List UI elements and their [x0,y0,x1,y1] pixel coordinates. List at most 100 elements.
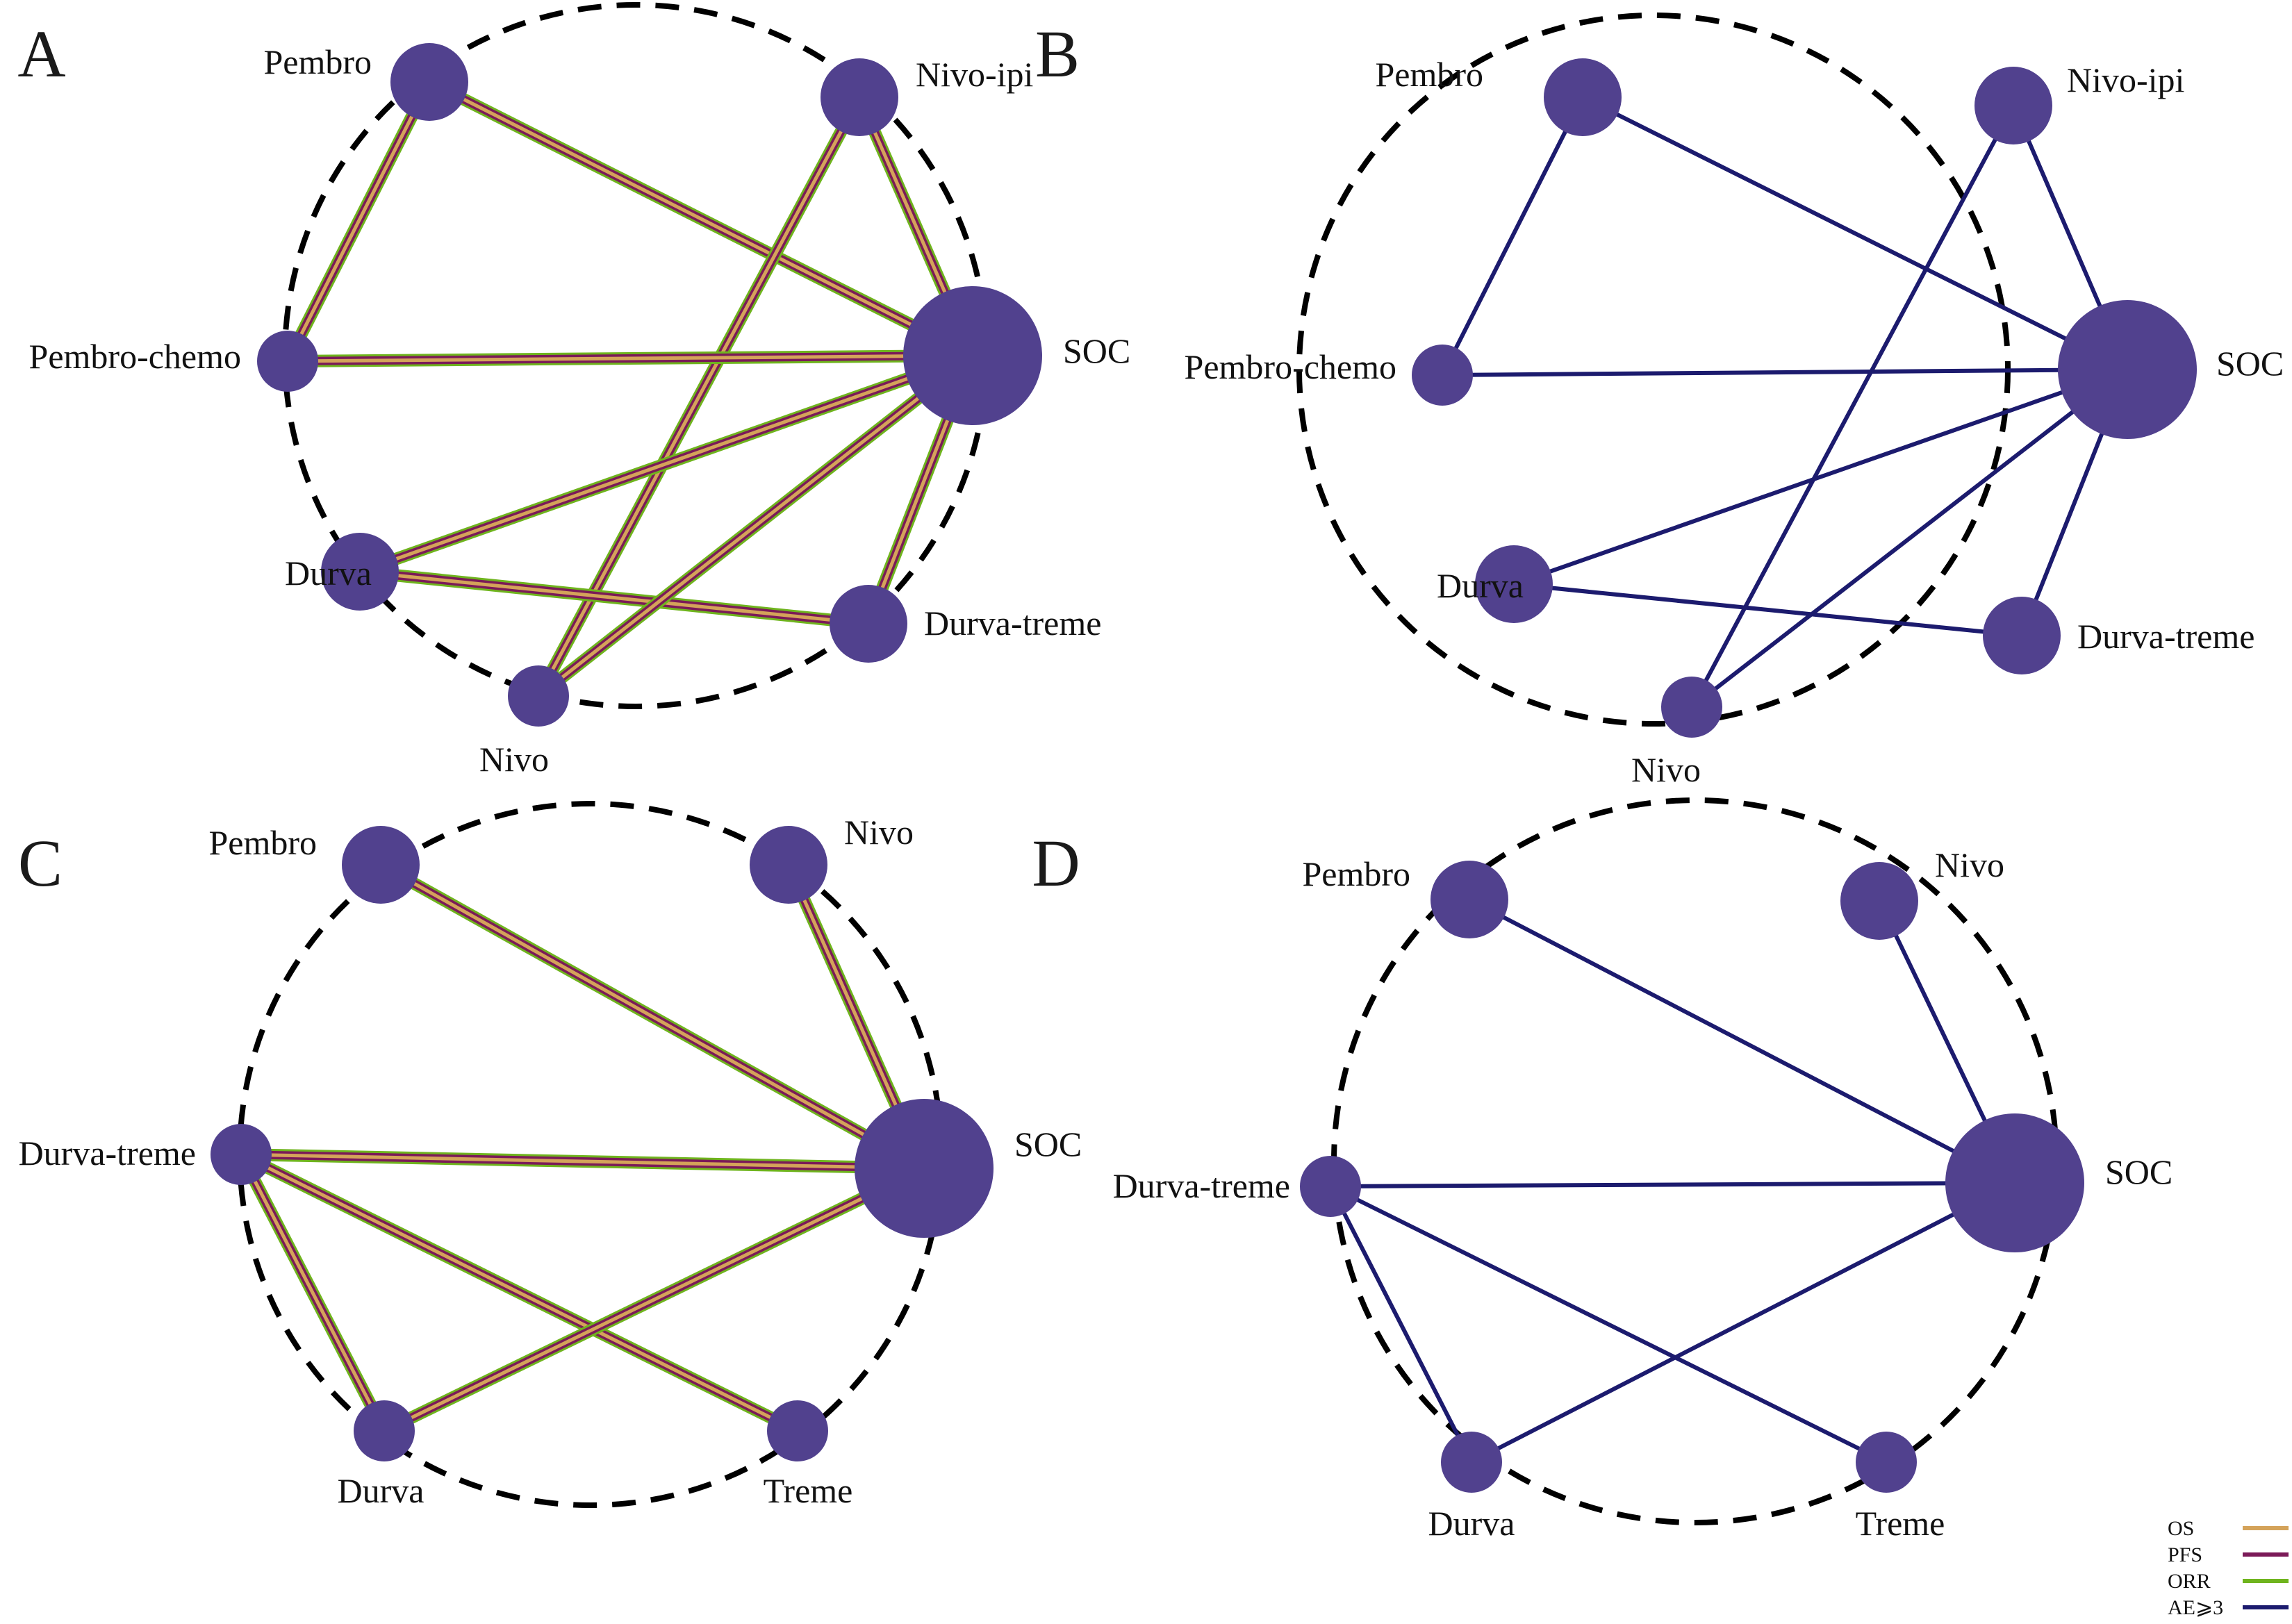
node-label: Nivo [1935,845,2004,884]
node-pembro: Pembro [263,42,468,121]
node-circle [1974,67,2052,144]
legend-label: OS [2168,1517,2194,1540]
edge-durva-soc [381,1162,927,1437]
node-circle [1441,1432,1502,1493]
node-durva: Durva [338,1400,424,1510]
edge-durva-treme-soc [240,1148,925,1175]
edge-durva-treme-durva [1328,1185,1474,1464]
node-durva-treme: Durva-treme [830,585,1101,663]
edge-pembro-chemo-soc [1442,367,2128,377]
node-circle [767,1400,828,1461]
edge-line-os [240,1152,799,1433]
node-label: Pembro [1375,55,1483,94]
node-circle [354,1400,415,1461]
node-circle [1475,545,1553,623]
edge-durva-treme-treme [1329,1184,1888,1464]
edge-durva-treme-treme [238,1148,801,1437]
node-circle [903,286,1042,425]
edge-durva-durva-treme [1513,582,2022,638]
node-circle [1300,1156,1361,1217]
edge-line-ae [1329,1184,1888,1464]
panel-letter: D [1032,826,1080,900]
node-circle [750,826,827,904]
edges [281,76,979,702]
node-durva: Durva [1428,1432,1515,1543]
node-label: Pembro-chemo [29,337,241,376]
node-label: Durva-treme [19,1134,196,1173]
edge-line-ae [1513,367,2128,586]
node-pembro: Pembro [1375,55,1622,136]
legend-label: PFS [2168,1543,2202,1566]
node-circle [211,1124,272,1185]
node-label: Pembro [1302,854,1410,893]
node-durva: Durva [285,533,399,611]
node-label: Durva [338,1471,424,1510]
edge-pembro-pembro-chemo [281,78,436,365]
node-pembro-chemo: Pembro-chemo [1185,345,1473,406]
edge-pembro-soc [377,859,927,1174]
node-label: Treme [764,1471,853,1510]
node-label: Durva [1437,566,1524,605]
edge-line-os [240,1152,925,1170]
edges [1328,897,2017,1464]
edge-pembro-chemo-soc [287,349,973,367]
edge-line-ae [1513,582,2022,638]
edge-line-os [383,1166,925,1433]
edge-line-ae [1330,1181,2015,1188]
node-circle [821,58,898,136]
node-nivo: Nivo [1631,677,1722,789]
edge-line-os [379,863,925,1170]
node-pembro: Pembro [1302,854,1508,938]
node-soc: SOC [855,1099,1082,1238]
edge-line-os [359,354,973,574]
node-circle [855,1099,994,1238]
node-soc: SOC [2058,300,2284,439]
node-label: Durva-treme [924,604,1101,643]
edge-line-os [359,570,869,626]
edge-line-ae [1468,897,2016,1185]
node-label: Pembro [208,823,317,862]
edge-nivo-soc [1690,367,2129,709]
node-circle [390,43,468,121]
node-nivo: Nivo [750,813,914,904]
node-soc: SOC [1945,1113,2173,1252]
node-label: Durva-treme [1113,1166,1290,1205]
node-circle [2058,300,2197,439]
edge-line-os [239,1153,386,1432]
node-circle [1431,861,1508,938]
node-circle [1856,1432,1917,1493]
node-nivo-ipi: Nivo-ipi [821,55,1033,136]
edge-durva-soc [1470,1181,2016,1464]
node-circle [321,533,399,611]
node-pembro-chemo: Pembro-chemo [29,331,318,392]
node-circle [1661,677,1722,738]
node-soc: SOC [903,286,1130,425]
node-circle [508,665,569,727]
edge-line-os [428,80,974,358]
node-durva-treme: Durva-treme [19,1124,272,1185]
node-circle [1544,58,1622,136]
edge-pembro-soc [1468,897,2016,1185]
node-circle [1840,862,1918,940]
legend-item-os: OS [2168,1517,2289,1540]
node-label: SOC [2216,344,2284,383]
panel-letter: B [1035,17,1080,91]
edge-line-ae [1328,1185,1474,1464]
legend-label: AE⩾3 [2168,1596,2223,1619]
node-label: Nivo-ipi [2067,60,2184,99]
node-label: Durva-treme [2077,617,2254,656]
edge-pembro-pembro-chemo [1440,96,1585,376]
legend-item-pfs: PFS [2168,1543,2289,1566]
edge-durva-treme-soc [1330,1181,2015,1188]
edge-line-ae [1470,1181,2016,1464]
node-nivo: Nivo [479,665,569,779]
node-label: Nivo [1631,750,1701,789]
edge-nivo-soc [534,350,977,702]
legend-item-ae: AE⩾3 [2168,1596,2289,1619]
